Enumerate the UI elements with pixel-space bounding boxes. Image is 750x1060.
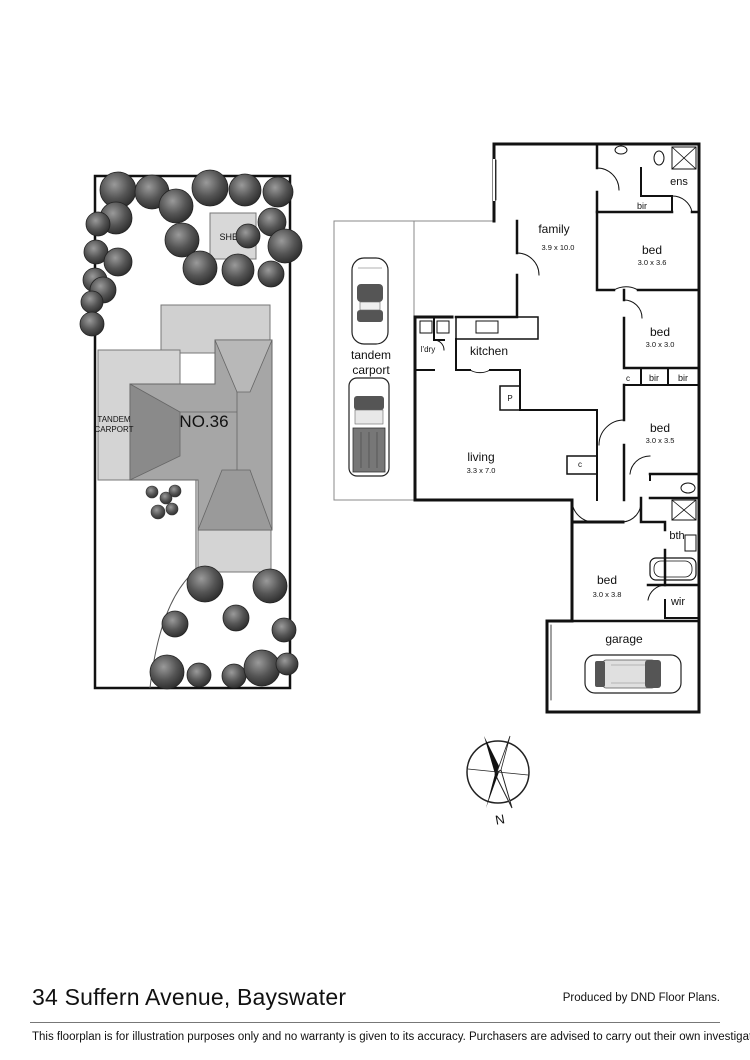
house-number-label: NO.36	[179, 412, 228, 431]
bed2-dims: 3.0 x 3.0	[646, 340, 675, 349]
bed2-label: bed	[650, 325, 670, 339]
tree-icon	[191, 169, 229, 207]
bed1-dims: 3.0 x 3.6	[638, 258, 667, 267]
tree-icon	[80, 290, 104, 314]
laundry-label: l'dry	[421, 345, 435, 354]
driveway	[99, 479, 197, 689]
car-ute-icon	[348, 377, 390, 477]
bathroom-label: bth	[669, 530, 684, 542]
bir-mid-2-label: bir	[678, 373, 688, 383]
footer-divider	[30, 1022, 720, 1023]
tree-icon	[221, 253, 255, 287]
exterior-wall-living	[413, 315, 574, 524]
tree-icon	[222, 604, 250, 632]
tree-icon	[158, 188, 194, 224]
ensuite-label: ens	[670, 176, 688, 188]
kitchen-label: kitchen	[470, 344, 508, 358]
tree-icon	[271, 617, 297, 643]
bathtub	[649, 557, 697, 581]
tree-icon	[186, 662, 212, 688]
floor-plan-labels: family 3.9 x 10.0 ens bir bed 3.0 x 3.6 …	[351, 176, 688, 646]
bed4-label: bed	[597, 573, 617, 587]
shrub-icon	[159, 491, 173, 505]
tree-icon	[235, 223, 261, 249]
produced-by-credit: Produced by DND Floor Plans.	[562, 992, 720, 1004]
tree-icon	[221, 663, 247, 689]
roof-hip-left	[129, 383, 181, 481]
bir-top-label: bir	[637, 201, 647, 211]
roof-hip-front	[197, 469, 273, 531]
shrub-icon	[145, 485, 159, 499]
bed4-dims: 3.0 x 3.8	[593, 590, 622, 599]
tree-icon	[164, 222, 200, 258]
shrub-icon	[165, 502, 179, 516]
tree-icon	[262, 176, 294, 208]
bed1-label: bed	[642, 243, 662, 257]
pantry	[499, 385, 521, 411]
kitchen-bench	[455, 316, 539, 340]
living-label: living	[467, 450, 494, 464]
family-dims: 3.9 x 10.0	[542, 243, 575, 252]
tree-icon	[243, 649, 281, 687]
carport-label-1: tandem	[351, 348, 391, 362]
shrub-icon	[168, 484, 182, 498]
north-compass-icon: N	[466, 735, 530, 828]
pantry-label: P	[507, 394, 512, 403]
bed3-label: bed	[650, 421, 670, 435]
tree-icon	[228, 173, 262, 207]
site-plan: SHED TANDEM CARPORT NO.36	[79, 169, 303, 690]
living-cupboard-label: c	[578, 460, 582, 469]
garage-label: garage	[605, 632, 643, 646]
living-dims: 3.3 x 7.0	[467, 466, 496, 475]
bed3-dims: 3.0 x 3.5	[646, 436, 675, 445]
cupboard-c-label: c	[626, 374, 630, 383]
tree-icon	[252, 568, 288, 604]
tree-icon	[103, 247, 133, 277]
tree-icon	[85, 211, 111, 237]
tree-icon	[186, 565, 224, 603]
family-label: family	[538, 222, 569, 236]
site-boundary	[93, 174, 292, 690]
shed-label: SHED	[219, 232, 245, 242]
tree-icon	[182, 250, 218, 286]
roof-hip-top	[214, 339, 273, 393]
car-sedan-icon	[351, 257, 389, 345]
site-trees	[79, 169, 303, 690]
compass-north-label: N	[494, 811, 506, 827]
property-address: 34 Suffern Avenue, Bayswater	[32, 984, 347, 1010]
carport-label-2: carport	[352, 363, 390, 377]
tree-icon	[79, 311, 105, 337]
tree-icon	[149, 654, 185, 690]
disclaimer-text: This floorplan is for illustration purpo…	[32, 1031, 750, 1043]
bir-mid-1-label: bir	[649, 373, 659, 383]
tree-icon	[257, 260, 285, 288]
tree-icon	[275, 652, 299, 676]
shrub-icon	[150, 504, 166, 520]
tree-icon	[161, 610, 189, 638]
floor-plan	[333, 142, 701, 714]
car-suv-icon	[584, 654, 682, 694]
tree-icon	[267, 228, 303, 264]
site-carport-label-2: CARPORT	[95, 425, 134, 434]
site-carport-label-1: TANDEM	[97, 415, 131, 424]
wir-label: wir	[670, 596, 685, 608]
front-roof	[197, 529, 272, 573]
